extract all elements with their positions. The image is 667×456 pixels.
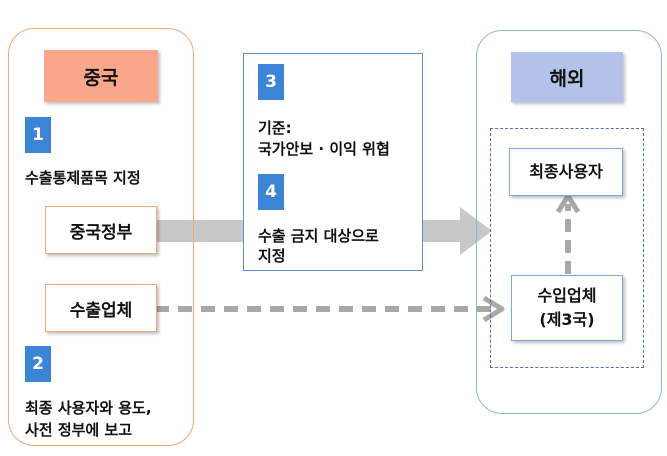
overseas-panel — [476, 30, 662, 414]
dashed-arrow-importer-to-enduser — [555, 193, 581, 274]
step-2-badge: 2 — [25, 346, 51, 382]
step-1-text: 수출통제품목 지정 — [25, 169, 141, 187]
step-4-text-line1: 수출 금지 대상으로 — [258, 227, 379, 245]
step-4-text-line2: 지정 — [258, 247, 286, 265]
dashed-arrow-exporter-to-importer — [155, 295, 505, 323]
step-3-badge: 3 — [258, 64, 284, 100]
importer-label-line2: (제3국) — [539, 310, 595, 329]
china-header: 중국 — [44, 50, 158, 102]
step-1-badge: 1 — [25, 117, 51, 153]
step-3-text-line2: 국가안보 · 이익 위협 — [258, 140, 390, 158]
step-2-text-line2: 사전 정부에 보고 — [25, 421, 133, 439]
importer-label-line1: 수입업체 — [537, 286, 597, 305]
exporter-box: 수출업체 — [45, 284, 157, 332]
step-4-badge: 4 — [258, 174, 284, 210]
overseas-header: 해외 — [511, 52, 623, 102]
step-3-text-line1: 기준: — [258, 119, 292, 137]
criteria-box — [243, 53, 423, 271]
overseas-dotted-frame — [490, 128, 644, 368]
importer-box: 수입업체 (제3국) — [511, 275, 623, 341]
china-panel — [8, 28, 194, 446]
end-user-label: 최종사용자 — [529, 162, 603, 181]
step-2-text-line1: 최종 사용자와 용도, — [25, 399, 152, 417]
china-government-box: 중국정부 — [45, 206, 157, 254]
end-user-box: 최종사용자 — [509, 148, 623, 196]
